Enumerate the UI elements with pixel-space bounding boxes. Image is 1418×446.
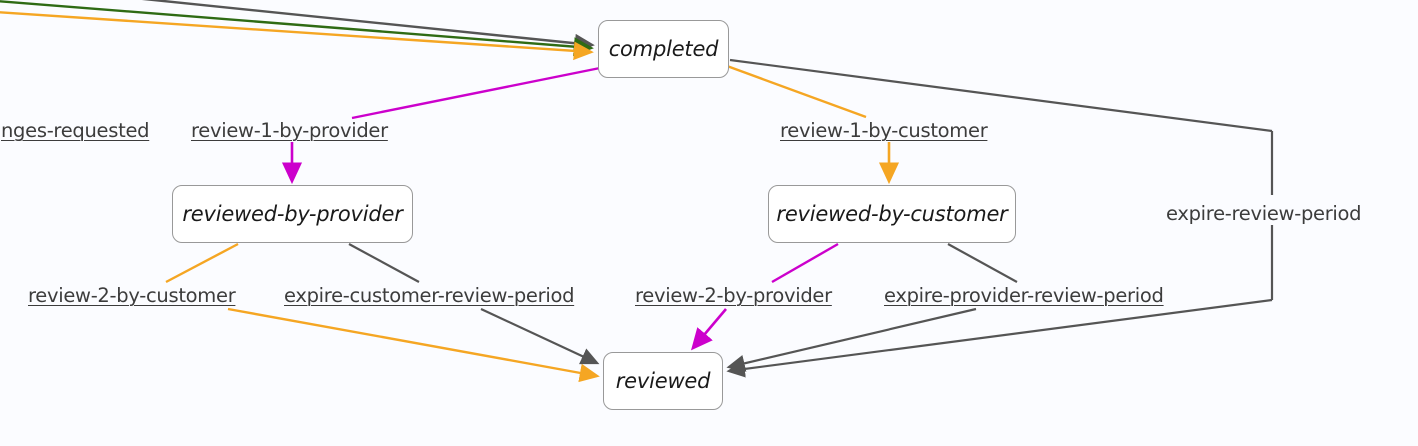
edge-label-review-1-by-customer[interactable]: review-1-by-customer bbox=[777, 119, 991, 143]
edge-completed-to-reviewed-expire-seg4 bbox=[726, 298, 1273, 378]
edge-label-expire-provider-review-period[interactable]: expire-provider-review-period bbox=[881, 284, 1167, 308]
state-node-reviewed-label: reviewed bbox=[615, 369, 711, 393]
edge-provider-review-2-by-customer-seg2 bbox=[227, 307, 600, 383]
edge-completed-to-reviewed-by-customer-seg1 bbox=[726, 64, 867, 119]
state-node-completed-label: completed bbox=[608, 37, 719, 61]
edge-orange-to-completed bbox=[0, 11, 594, 61]
edge-customer-expire-provider-review-period-seg1 bbox=[947, 243, 1018, 283]
edge-provider-expire-customer-review-period-seg1 bbox=[348, 243, 420, 283]
state-node-reviewed[interactable]: reviewed bbox=[603, 352, 723, 410]
edge-label-expire-customer-review-period[interactable]: expire-customer-review-period bbox=[281, 284, 578, 308]
edge-label-changes-requested[interactable]: nges-requested bbox=[0, 119, 153, 143]
edge-customer-review-2-by-provider-seg2 bbox=[690, 308, 727, 351]
edge-label-review-1-by-provider[interactable]: review-1-by-provider bbox=[188, 119, 391, 143]
edge-label-expire-review-period[interactable]: expire-review-period bbox=[1163, 202, 1365, 226]
edge-green-to-completed bbox=[0, 0, 594, 56]
edge-label-review-2-by-customer[interactable]: review-2-by-customer bbox=[25, 284, 239, 308]
state-node-reviewed-by-customer[interactable]: reviewed-by-customer bbox=[768, 185, 1016, 243]
state-node-reviewed-by-provider[interactable]: reviewed-by-provider bbox=[172, 185, 413, 243]
edge-provider-expire-customer-review-period-seg2 bbox=[480, 308, 600, 365]
edge-provider-review-2-by-customer-seg1 bbox=[165, 242, 239, 284]
edge-completed-to-reviewed-expire-seg1 bbox=[729, 58, 1273, 133]
state-node-completed[interactable]: completed bbox=[598, 20, 729, 78]
edge-gray-to-completed bbox=[141, 0, 595, 53]
edge-completed-to-reviewed-by-provider-seg1 bbox=[351, 66, 601, 120]
edge-customer-review-2-by-provider-seg1 bbox=[771, 242, 839, 284]
state-node-reviewed-by-provider-label: reviewed-by-provider bbox=[182, 202, 403, 226]
edge-customer-expire-provider-review-period-seg2 bbox=[726, 307, 977, 372]
state-node-reviewed-by-customer-label: reviewed-by-customer bbox=[776, 202, 1008, 226]
edge-label-review-2-by-provider[interactable]: review-2-by-provider bbox=[632, 284, 835, 308]
